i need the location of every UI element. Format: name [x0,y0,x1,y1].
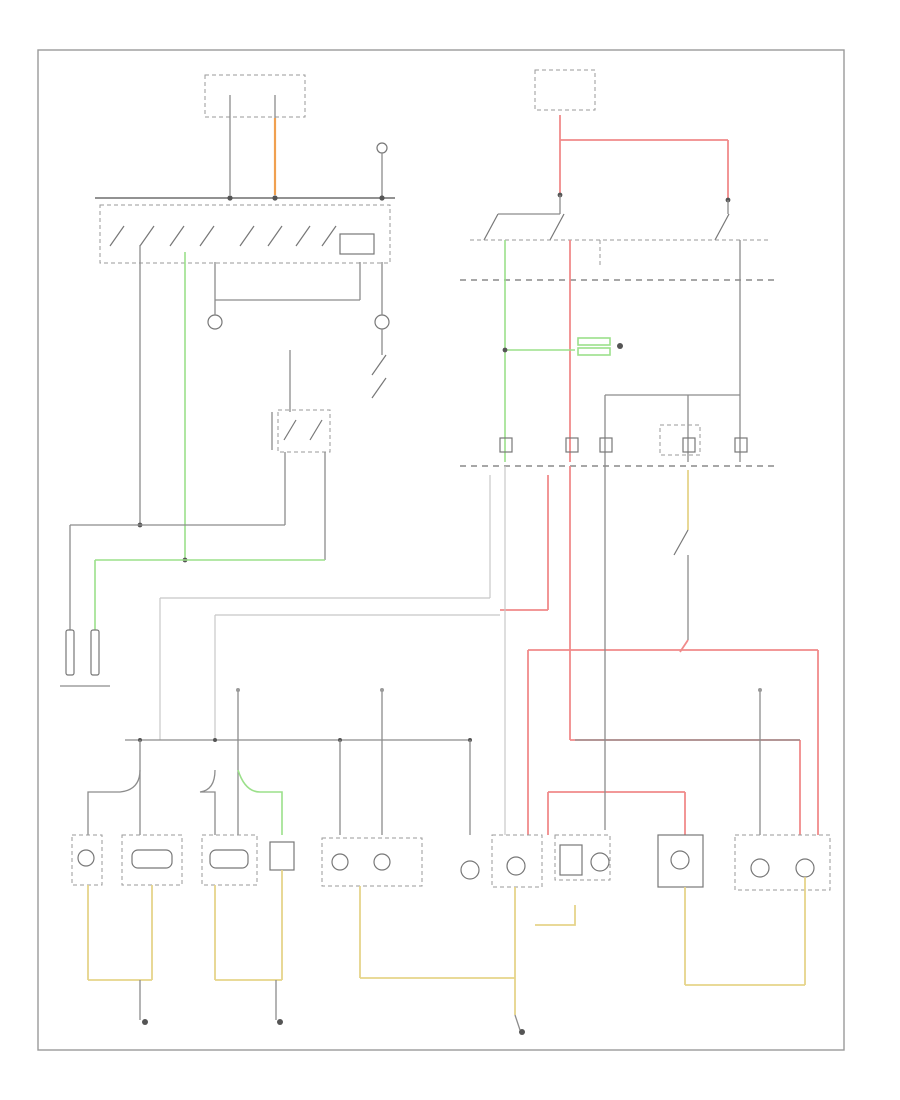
instrument-cluster-plug [577,337,623,356]
hazard-relay-box [339,233,375,255]
left-headlamp-assembly [121,834,183,886]
left-connectors [60,629,110,687]
lower-fuse-panel [499,394,748,520]
left-brake-lamp-assembly [491,834,543,888]
left-parking-lamp [269,841,295,871]
hazard-switch [95,195,395,330]
light-switch-feed [534,69,731,203]
diagram-frame [37,49,845,1051]
license-plate-lamps [554,834,611,881]
fuse-panel-left [204,74,306,118]
ground-points [139,980,525,1035]
turn-signal-switch [271,329,387,560]
light-switch [470,195,770,265]
left-front-turn-lamp [71,834,103,886]
top-left-power-feeds [204,74,388,198]
instrument-panel-lamps [321,837,423,887]
left-side-marker-lamp [201,834,258,886]
brake-light-switch [673,470,689,653]
right-rear-lamp-assembly [734,834,831,891]
hazard-indicator-lamp [376,142,388,154]
left-indicator-lamp [207,314,223,330]
left-tail-lamp [460,860,480,880]
right-indicator-lamp [374,314,390,330]
high-mounted-brake-lamp [657,834,704,888]
